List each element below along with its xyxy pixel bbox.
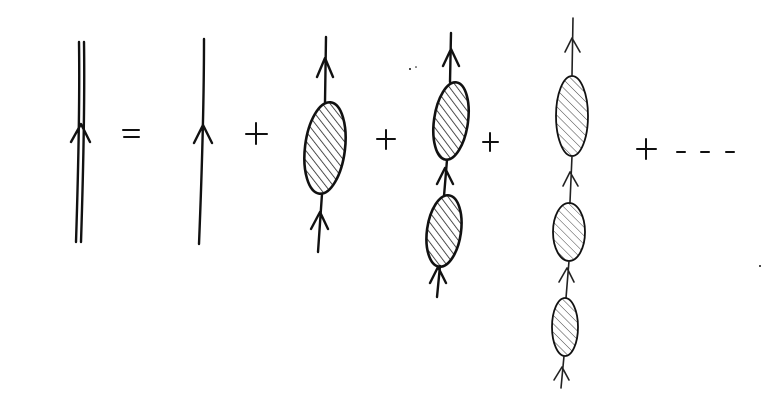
full-propagator bbox=[69, 40, 92, 244]
arrow-up-icon bbox=[558, 267, 575, 283]
plus-sign bbox=[376, 129, 396, 150]
self-energy-blob bbox=[551, 297, 579, 357]
self-energy-blob bbox=[432, 81, 470, 161]
three-insertions-term bbox=[551, 17, 589, 389]
arrow-up-icon bbox=[441, 47, 461, 68]
arrow-up-icon bbox=[564, 37, 581, 53]
two-insertions-term bbox=[425, 31, 470, 299]
self-energy-blob bbox=[555, 75, 589, 157]
plus-sign bbox=[636, 138, 657, 160]
arrow-up-icon bbox=[562, 171, 579, 187]
arrow-up-icon bbox=[192, 123, 214, 145]
self-energy-blob bbox=[303, 100, 347, 196]
self-energy-blob bbox=[552, 202, 586, 262]
equals-sign bbox=[122, 129, 140, 138]
arrow-up-icon bbox=[435, 166, 455, 186]
bare-propagator bbox=[192, 37, 214, 246]
arrow-up-icon bbox=[309, 210, 330, 231]
stray-marks bbox=[409, 66, 761, 267]
arrow-up-icon bbox=[428, 265, 448, 285]
arrow-up-icon bbox=[553, 366, 570, 381]
arrow-up-icon bbox=[315, 56, 335, 79]
self-energy-blob bbox=[425, 193, 463, 269]
one-insertion-term bbox=[303, 35, 347, 254]
arrow-up-icon bbox=[69, 122, 92, 144]
plus-sign bbox=[245, 122, 268, 145]
plus-sign bbox=[482, 132, 499, 152]
